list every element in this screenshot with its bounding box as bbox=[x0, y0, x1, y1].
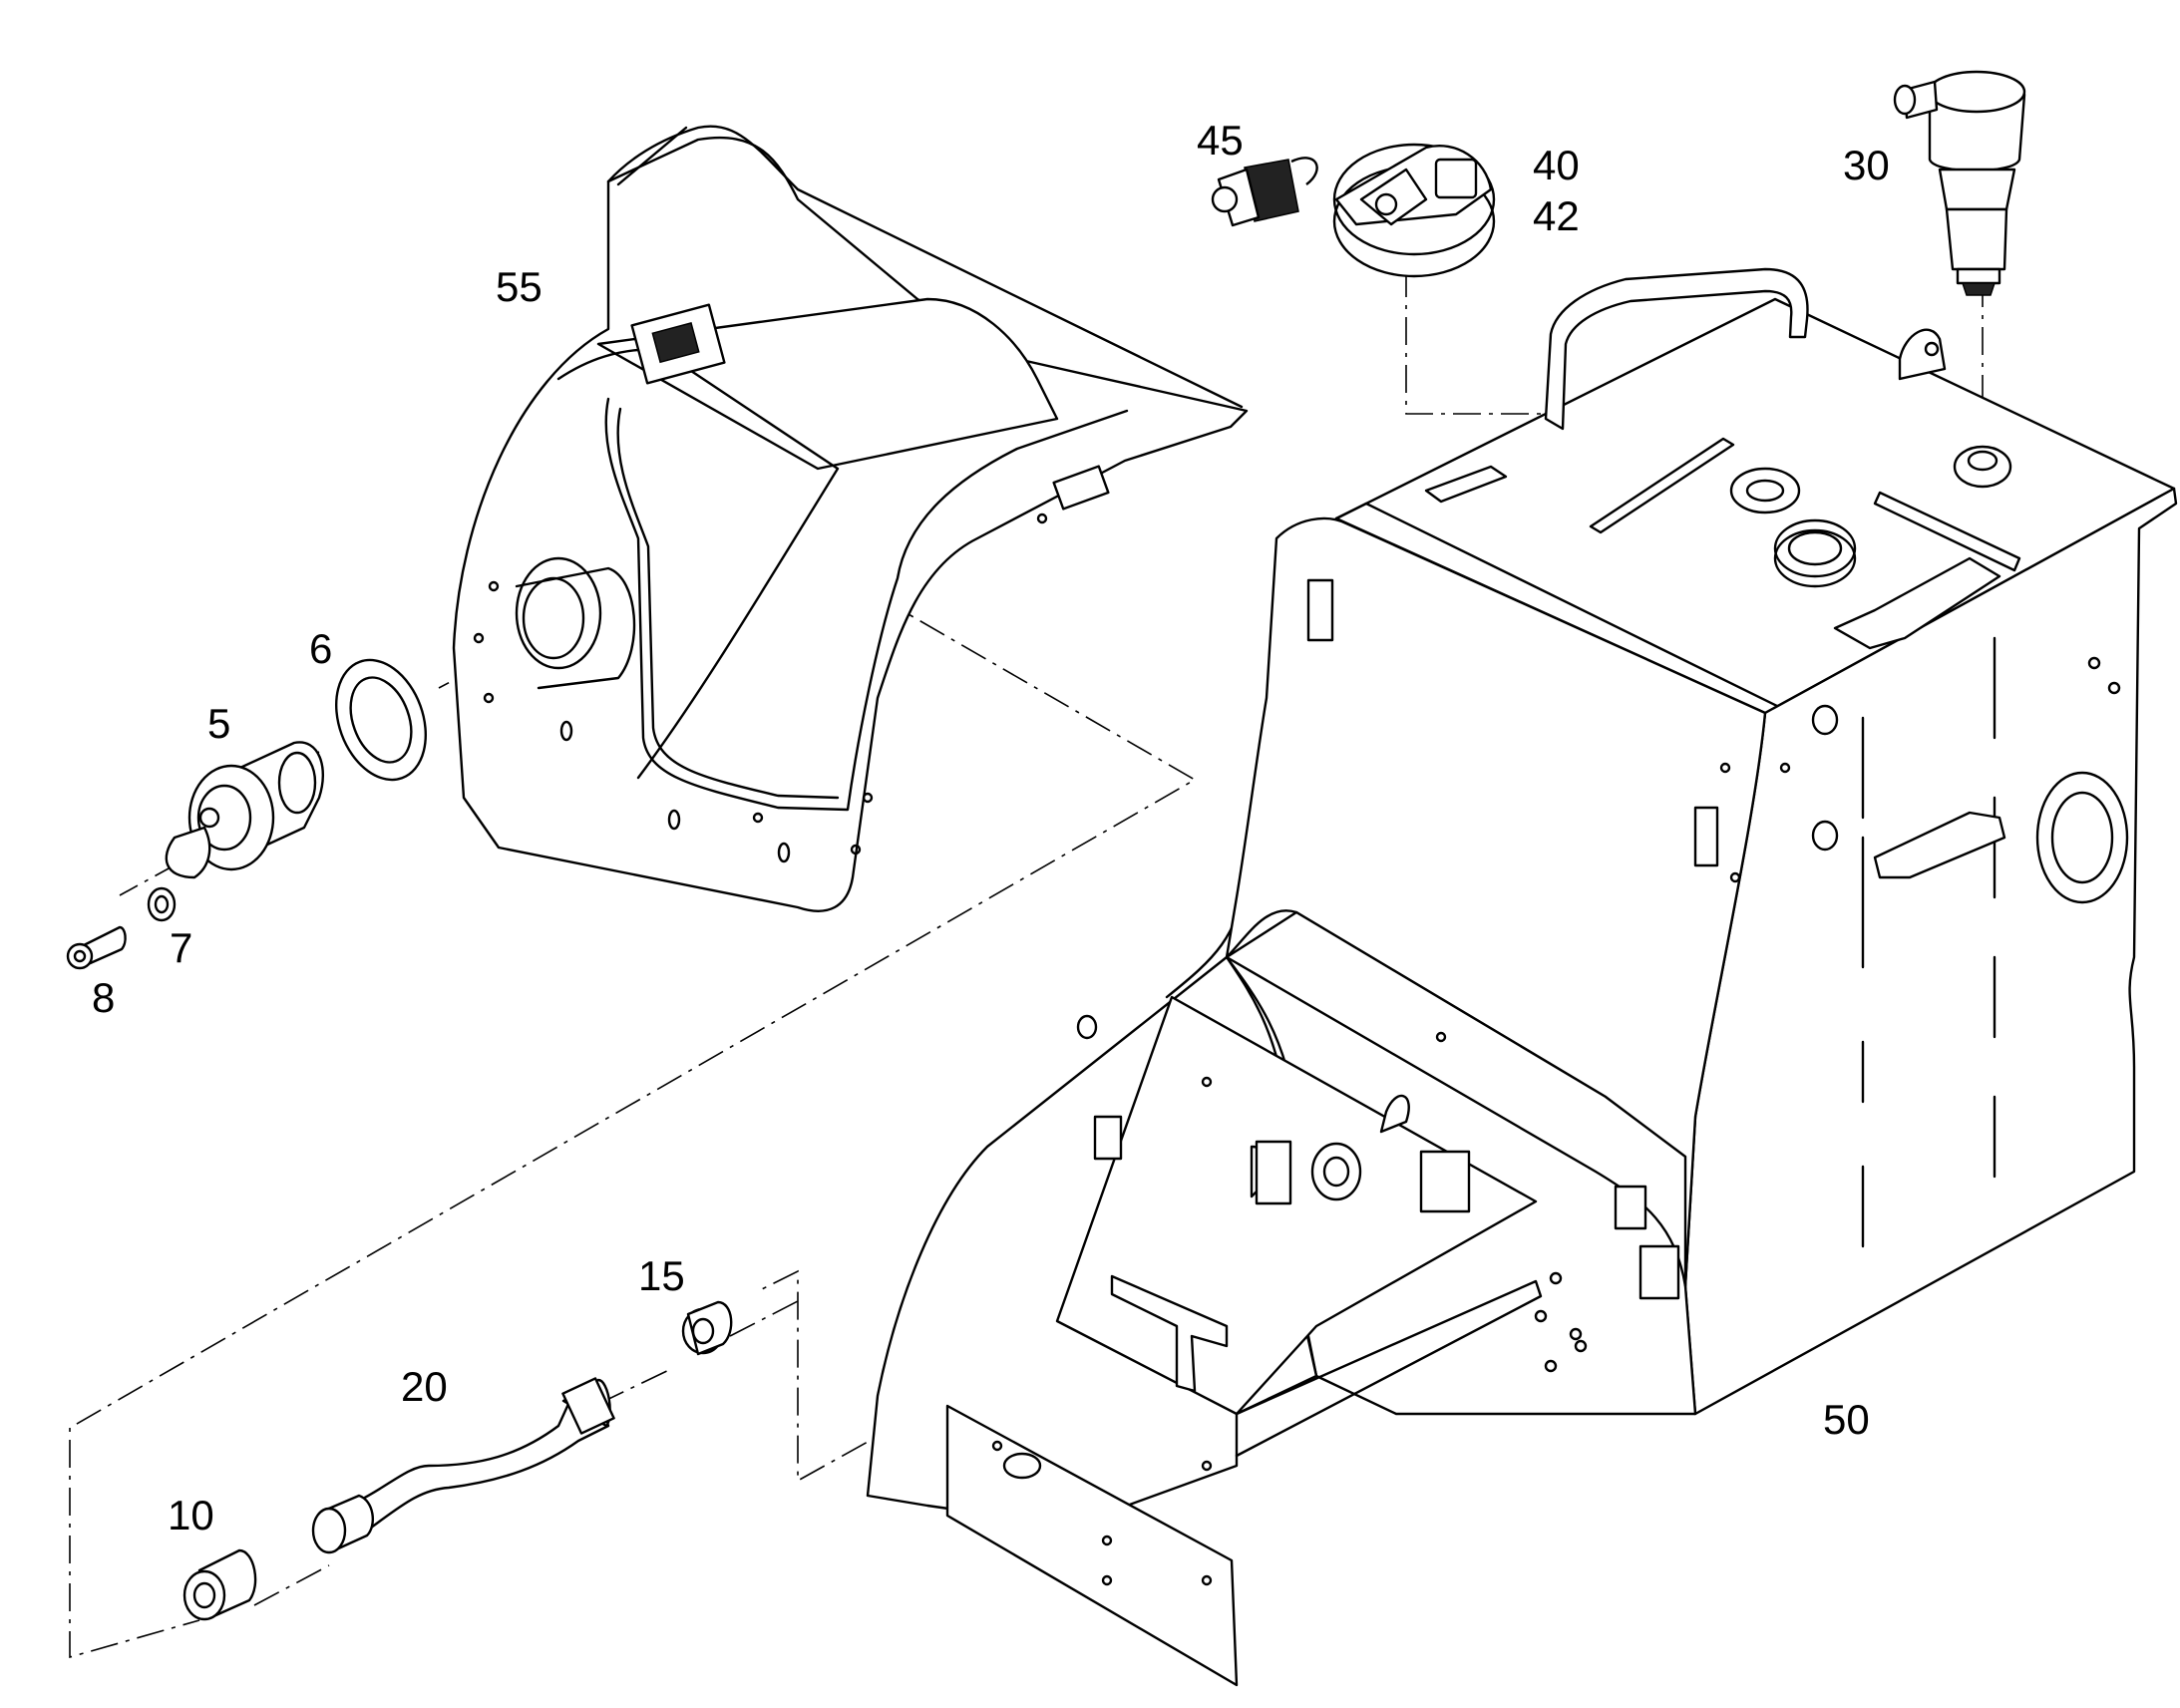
cover-panel-55 bbox=[452, 125, 1249, 912]
plug-10 bbox=[182, 1548, 257, 1621]
breather-valve-30 bbox=[1893, 70, 2026, 296]
callout-8: 8 bbox=[92, 974, 115, 1021]
callout-42: 42 bbox=[1533, 192, 1580, 239]
callout-30: 30 bbox=[1843, 142, 1890, 188]
gasket-6 bbox=[334, 658, 428, 782]
callout-55: 55 bbox=[496, 263, 543, 310]
callout-labels: 5 6 7 8 10 15 20 30 40 42 45 50 55 bbox=[92, 117, 1890, 1538]
callout-6: 6 bbox=[309, 625, 332, 672]
fitting-15 bbox=[681, 1300, 733, 1356]
screw-8 bbox=[66, 925, 127, 970]
washer-7 bbox=[147, 886, 177, 922]
fuel-tank-frame-50 bbox=[866, 267, 2178, 1687]
filler-cap-40-42 bbox=[1332, 143, 1496, 278]
callout-20: 20 bbox=[401, 1363, 448, 1410]
filler-neck-5 bbox=[165, 741, 324, 879]
callout-10: 10 bbox=[168, 1492, 214, 1538]
hose-20 bbox=[311, 1377, 615, 1554]
callout-5: 5 bbox=[207, 700, 230, 747]
callout-40: 40 bbox=[1533, 142, 1580, 188]
callout-15: 15 bbox=[638, 1252, 685, 1299]
callout-7: 7 bbox=[170, 924, 192, 971]
callout-50: 50 bbox=[1823, 1396, 1870, 1443]
callout-45: 45 bbox=[1197, 117, 1244, 164]
padlock-45 bbox=[1211, 157, 1318, 227]
